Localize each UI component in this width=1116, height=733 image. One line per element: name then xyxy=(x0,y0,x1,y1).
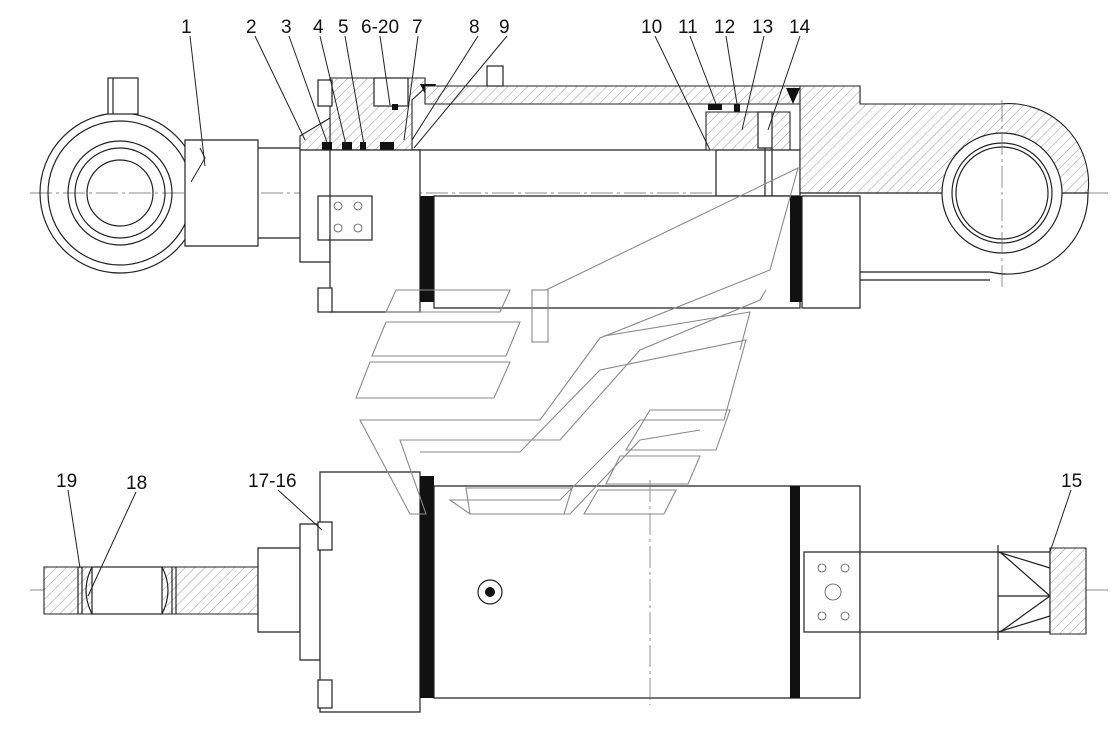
leader-lines xyxy=(67,35,1072,597)
label-14: 14 xyxy=(789,17,811,38)
label-6-20: 6-20 xyxy=(361,17,399,38)
label-18: 18 xyxy=(126,473,147,494)
label-12: 12 xyxy=(714,17,735,38)
label-2: 2 xyxy=(246,17,257,38)
label-15: 15 xyxy=(1061,471,1082,492)
label-7: 7 xyxy=(412,17,423,38)
head-flange-bottom xyxy=(299,471,434,713)
label-9: 9 xyxy=(499,17,510,38)
label-19: 19 xyxy=(56,471,77,492)
label-8: 8 xyxy=(469,17,480,38)
rod-eye-left xyxy=(39,77,306,274)
cap-end-section xyxy=(799,85,1090,290)
barrel-top-section xyxy=(424,65,861,197)
label-10: 10 xyxy=(641,17,662,38)
label-3: 3 xyxy=(281,17,292,38)
top-view xyxy=(30,65,1110,313)
watermark-logo xyxy=(355,166,799,515)
bottom-view xyxy=(30,471,1110,713)
label-4: 4 xyxy=(313,17,324,38)
label-11: 11 xyxy=(678,17,698,38)
barrel-top-outer xyxy=(433,195,990,309)
part-number-labels: 1 2 3 4 5 6-20 7 8 9 10 11 12 13 14 15 1… xyxy=(56,17,1082,494)
label-13: 13 xyxy=(752,17,773,38)
cylinder-head-section xyxy=(299,77,436,313)
label-17-16: 17-16 xyxy=(248,471,297,492)
label-5: 5 xyxy=(338,17,349,38)
rod-end-section xyxy=(43,547,301,633)
cap-end-bottom xyxy=(803,545,1087,640)
label-1: 1 xyxy=(181,17,192,38)
barrel-bottom xyxy=(433,480,861,705)
